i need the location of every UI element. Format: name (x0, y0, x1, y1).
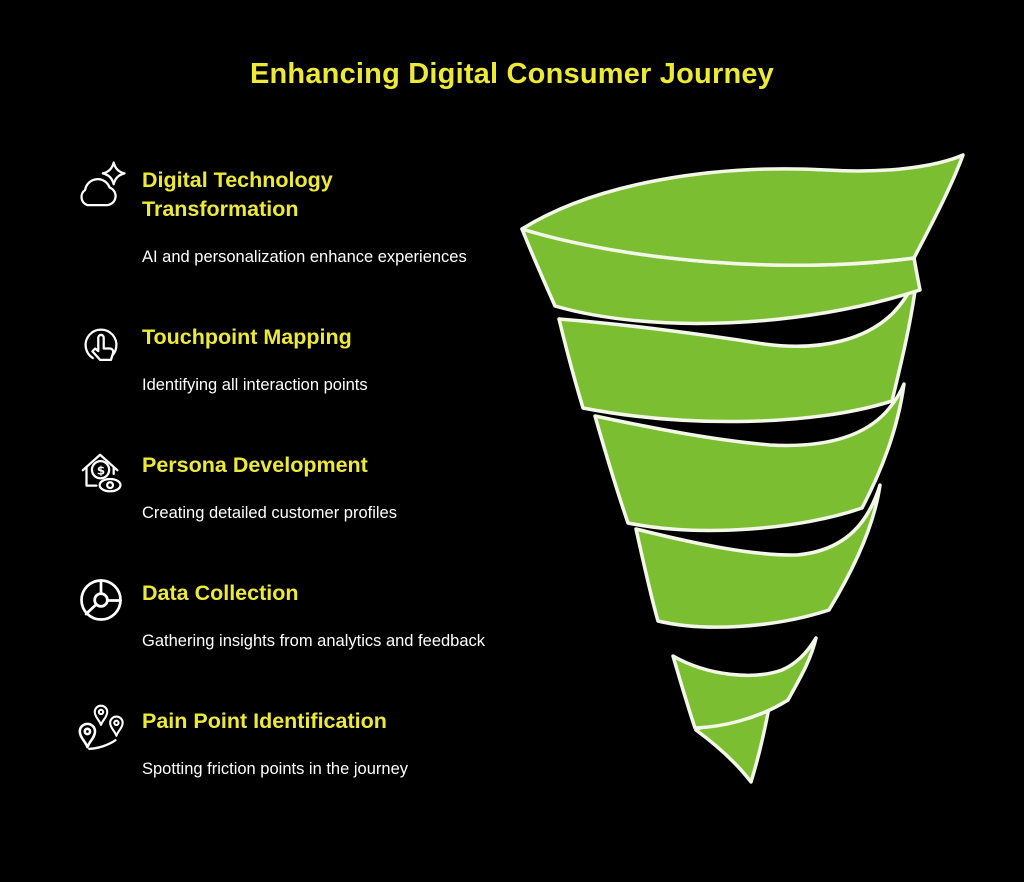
map-pins-icon (72, 699, 130, 757)
house-dollar-eye-icon: $ (72, 443, 130, 501)
item-title: Touchpoint Mapping (142, 325, 352, 350)
funnel-band-3 (593, 382, 906, 533)
item-description: Creating detailed customer profiles (142, 504, 397, 523)
svg-text:$: $ (97, 464, 105, 478)
list-item-digital-technology-transformation: Digital Technology Transformation AI and… (72, 158, 522, 269)
funnel-band-5 (671, 636, 818, 730)
cloud-sparkle-icon (72, 158, 130, 216)
spiral-funnel-graphic (512, 148, 987, 813)
spiral-funnel-svg (520, 153, 965, 784)
page-title: Enhancing Digital Consumer Journey (249, 58, 775, 90)
item-title: Pain Point Identification (142, 709, 387, 734)
funnel-top-rim (520, 153, 965, 268)
list-item-persona-development: $ Persona Development Creating detailed … (72, 443, 522, 525)
funnel-band-4 (634, 483, 882, 629)
item-description: Spotting friction points in the journey (142, 760, 408, 779)
feature-list: Digital Technology Transformation AI and… (72, 158, 522, 782)
item-title: Data Collection (142, 581, 299, 606)
list-item-data-collection: Data Collection Gathering insights from … (72, 571, 522, 653)
list-item-touchpoint-mapping: Touchpoint Mapping Identifying all inter… (72, 315, 522, 397)
tap-touch-icon (72, 315, 130, 373)
item-description: Identifying all interaction points (142, 376, 368, 395)
data-wheel-icon (72, 571, 130, 629)
list-item-pain-point-identification: Pain Point Identification Spotting frict… (72, 699, 522, 781)
item-title: Persona Development (142, 453, 368, 478)
item-title: Digital Technology Transformation (142, 168, 333, 222)
item-description: AI and personalization enhance experienc… (142, 248, 467, 267)
item-description: Gathering insights from analytics and fe… (142, 632, 486, 651)
